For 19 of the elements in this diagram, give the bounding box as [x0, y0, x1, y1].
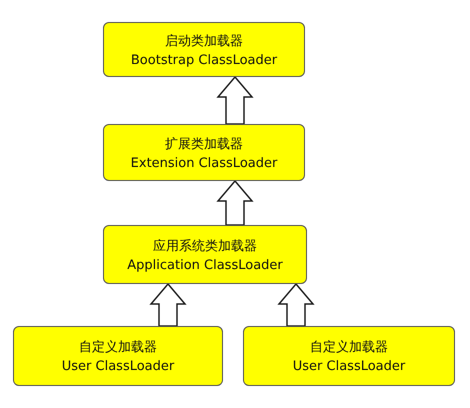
class-loader-box	[103, 22, 305, 77]
block-arrow	[149, 282, 187, 327]
box-label: Application ClassLoader	[127, 258, 283, 272]
box-label: 扩展类加载器	[165, 136, 243, 152]
box-label: Bootstrap ClassLoader	[130, 52, 278, 68]
box-label: User ClassLoader	[62, 359, 174, 374]
class-loader-box	[103, 124, 305, 181]
box-label: 自定义加载器	[310, 339, 388, 356]
block-arrow	[277, 282, 315, 327]
box-label: User ClassLoader	[292, 359, 406, 374]
box-label: 应用系统类加载器	[153, 238, 257, 254]
box-label: 启动类加载器	[165, 32, 243, 50]
class-loader-box	[243, 326, 455, 386]
box-label: Extension ClassLoader	[130, 156, 278, 170]
class-loader-box	[13, 326, 223, 386]
box-label: 自定义加载器	[79, 339, 157, 356]
block-arrow	[216, 76, 254, 125]
block-arrow	[216, 180, 254, 226]
class-loader-box	[103, 225, 307, 284]
